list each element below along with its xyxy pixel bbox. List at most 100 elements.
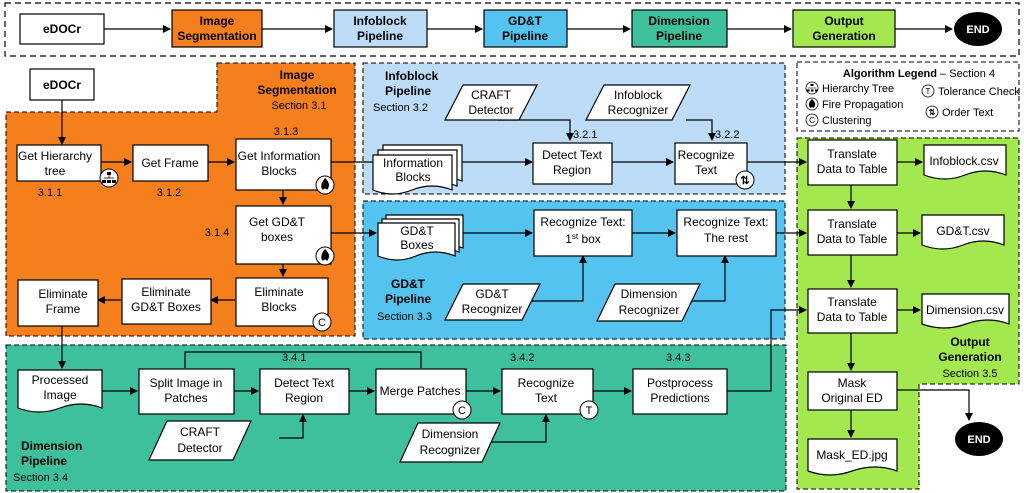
get-hierarchy-box [16,144,102,182]
translate-3-label-1: Translate [827,295,877,309]
gdt-title-2: Pipeline [385,292,431,306]
top-gdt-label-2: Pipeline [502,29,548,43]
get-info-blocks-label-1: Get Information [238,149,321,163]
legend-t-symbol: T [926,87,931,96]
output-title-1: Output [950,335,989,349]
dim-recognize-label-2: Text [535,391,558,405]
gdt-dim-recognizer-label-1: Dimension [621,287,678,301]
craft-detector-label-2: Detector [468,103,513,117]
top-output-box [792,9,896,48]
mask-label-1: Mask [838,376,868,390]
translate-3-label-2: Data to Table [817,310,888,324]
gdt-dim-recognizer-input [596,283,701,322]
dim-recognize-label-1: Recognize [518,376,575,390]
tolerance-t-symbol: T [586,405,593,417]
clustering-symbol: C [318,317,326,329]
seg-edocr-label: eDOCr [43,78,81,92]
dimension-region [5,344,787,492]
gdt-boxes-label-2: Boxes [400,238,433,252]
gdt-dim-recognizer-label-2: Recognizer [619,303,680,317]
translate-box-1 [807,139,898,186]
legend-hierarchy: Hierarchy Tree [822,83,894,95]
top-dimension-label-1: Dimension [648,14,709,28]
top-end-label: END [966,24,989,36]
legend-group: Algorithm Legend – Section 4 Hierarchy T… [805,68,1020,127]
top-dimension-label-2: Pipeline [656,29,702,43]
legend-title: Algorithm Legend – Section 4 [843,68,995,80]
top-gdt-box [483,9,568,48]
svg-text:⇅: ⇅ [929,108,936,117]
top-image-seg-label-2: Segmentation [177,29,256,43]
top-infoblock-label-2: Pipeline [357,29,403,43]
mask-box [807,371,898,411]
recognize-text-label-1: Recognize [678,148,735,162]
infoblock-section: Section 3.2 [373,102,428,114]
tolerance-check-icon: T [921,84,935,98]
get-info-blocks-label-2: Blocks [261,164,296,178]
legend-cluster: Clustering [822,115,872,127]
top-edocr-label: eDOCr [43,22,81,36]
fire-propagation-icon [315,175,335,195]
dimension-csv-doc [921,293,1010,329]
output-title-2: Generation [938,350,1001,364]
dimension-title-2: Pipeline [21,454,67,468]
image-seg-title-2: Segmentation [257,83,336,97]
postprocess-label-1: Postprocess [647,376,713,390]
eliminate-frame-box [17,279,99,327]
clustering-icon: C [452,400,472,420]
infoblock-recognizer-input [585,84,691,121]
merge-c-symbol: C [458,405,466,417]
dim-detect-label-1: Detect Text [274,376,334,390]
eliminate-gdt-label-2: GD&T Boxes [131,300,201,314]
gdt-boxes-docs [377,214,464,261]
translate-1-label-1: Translate [827,147,877,161]
image-seg-section: Section 3.1 [271,100,326,112]
infoblock-group: Infoblock Pipeline Section 3.2 CRAFT Det… [372,69,755,195]
translate-2-label-1: Translate [827,217,877,231]
num-313: 3.1.3 [274,126,298,138]
infoblock-csv-doc [923,144,1007,180]
num-322: 3.2.2 [715,129,739,141]
dimension-section: Section 3.4 [13,472,68,484]
merge-patches-box [375,368,467,415]
hierarchy-tree-icon [99,168,119,188]
recognize-first-box [533,209,633,257]
top-flow-frame [4,2,1020,57]
mask-label-2: Original ED [821,391,883,405]
top-infoblock-box [333,9,428,48]
infoblock-recognizer-label-1: Infoblock [614,88,663,102]
clustering-icon: C [805,113,819,127]
num-311: 3.1.1 [38,187,62,199]
eliminate-blocks-box [235,277,329,327]
output-group: Translate Data to Table Infoblock.csv Tr… [807,139,1010,476]
information-blocks-label-2: Blocks [395,170,430,184]
eliminate-blocks-label-2: Blocks [261,300,296,314]
recognize-first-label-2: 1st box [565,232,601,246]
processed-image-label-1: Processed [32,373,89,387]
eliminate-frame-label-2: Frame [46,302,81,316]
infoblock-title-2: Pipeline [385,84,431,98]
recognize-text-label-2: Text [695,163,718,177]
end-label: END [967,434,990,446]
information-blocks-label-1: Information [383,156,443,170]
split-image-label-2: Patches [164,391,207,405]
get-frame-box [132,144,209,182]
get-frame-label: Get Frame [141,156,199,170]
num-312: 3.1.2 [157,187,181,199]
dim-craft-label-2: Detector [177,441,222,455]
num-342: 3.4.2 [510,352,534,364]
dimension-group: Processed Image Split Image in Patches 3… [13,352,728,484]
end-node [955,422,1003,456]
gdt-csv-doc [921,214,1005,250]
gdt-recognizer-label-2: Recognizer [462,302,523,316]
recognize-rest-label-1: Recognize Text: [683,215,768,229]
dimension-title-1: Dimension [21,439,82,453]
infoblock-title-1: Infoblock [385,69,439,83]
hierarchy-tree-icon [805,81,819,95]
num-314: 3.1.4 [205,227,229,239]
translate-2-label-2: Data to Table [817,232,888,246]
get-gdt-boxes-box [235,205,332,265]
gdt-recognizer-label-1: GD&T [475,287,509,301]
dim-craft-input [148,420,252,461]
